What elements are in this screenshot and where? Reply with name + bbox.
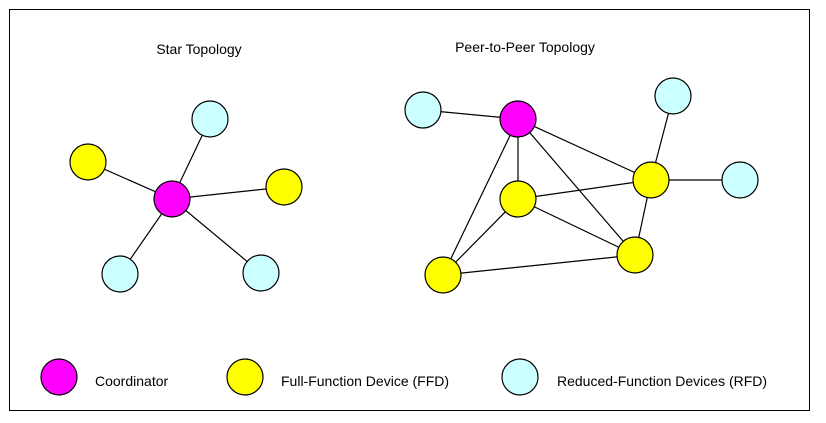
legend-rfd-swatch (501, 358, 539, 396)
legend: Coordinator Full-Function Device (FFD) R… (40, 358, 767, 396)
node-p-rfd-right (721, 161, 759, 199)
node-p-coord (499, 100, 537, 138)
edge-s-coord-to-s-rfd-bottom-right (171, 198, 262, 274)
edge-s-coord-to-s-ffd-right (171, 186, 285, 200)
edge-p-coord-to-p-ffd-bottom-right (517, 118, 636, 256)
edge-p-ffd-center-to-p-ffd-bottom-right (517, 198, 636, 256)
legend-ffd-swatch (226, 358, 264, 396)
node-p-ffd-bottom-right (616, 236, 654, 274)
node-p-ffd-bottom-left (424, 256, 462, 294)
node-s-ffd-right (265, 168, 303, 206)
edge-p-coord-to-p-ffd-bottom-left (442, 118, 519, 276)
node-s-ffd-left (69, 143, 107, 181)
nodes-layer (69, 77, 759, 294)
legend-coordinator-label: Coordinator (95, 373, 168, 389)
diagram-frame (9, 9, 810, 411)
p2p-topology-title: Peer-to-Peer Topology (455, 39, 595, 55)
legend-ffd-label: Full-Function Device (FFD) (281, 373, 449, 389)
node-s-rfd-bottom-left (101, 255, 139, 293)
star-topology-title: Star Topology (156, 41, 241, 57)
node-p-rfd-left (404, 91, 442, 129)
edge-p-ffd-center-to-p-ffd-right (517, 179, 652, 200)
node-s-rfd-top (191, 100, 229, 138)
legend-rfd-label: Reduced-Function Devices (RFD) (557, 373, 767, 389)
node-s-rfd-bottom-right (242, 254, 280, 292)
edge-p-coord-to-p-ffd-right (517, 118, 652, 181)
node-p-rfd-top-right (654, 77, 692, 115)
node-s-coord (153, 180, 191, 218)
edge-p-ffd-bottom-left-to-p-ffd-bottom-right (442, 254, 636, 276)
node-p-ffd-right (632, 161, 670, 199)
node-p-ffd-center (499, 180, 537, 218)
legend-coordinator-swatch (40, 358, 78, 396)
